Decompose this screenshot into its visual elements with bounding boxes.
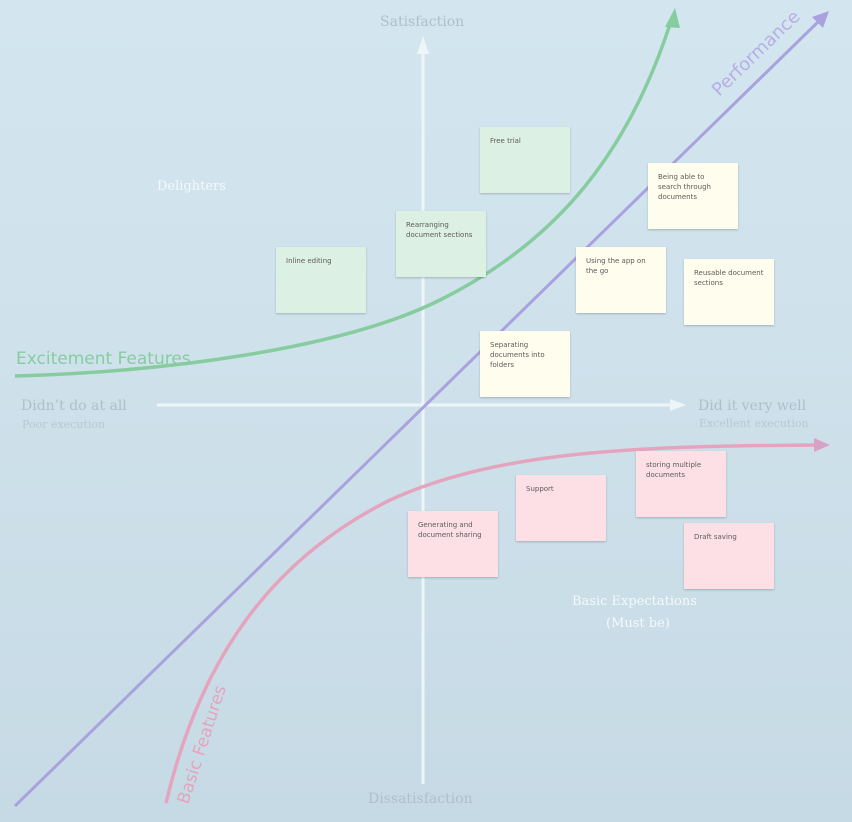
sticky-note-search-documents[interactable]: Being able to search through documents (648, 163, 738, 229)
sticky-note-reusable-sections[interactable]: Reusable document sections (684, 259, 774, 325)
sticky-note-storing-multiple[interactable]: storing multiple documents (636, 451, 726, 517)
sticky-note-rearranging-sections[interactable]: Rearranging document sections (396, 211, 486, 277)
must-be-label: (Must be) (606, 616, 670, 631)
excitement-features-label: Excitement Features (16, 349, 191, 369)
didnt-do-at-all-label: Didn’t do at all (21, 398, 127, 414)
sticky-note-draft-saving[interactable]: Draft saving (684, 523, 774, 589)
vertical-axis (417, 36, 429, 784)
satisfaction-label: Satisfaction (380, 14, 465, 30)
sticky-note-generating-sharing[interactable]: Generating and document sharing (408, 511, 498, 577)
sticky-note-app-on-the-go[interactable]: Using the app on the go (576, 247, 666, 313)
sticky-note-support[interactable]: Support (516, 475, 606, 541)
sticky-note-separating-folders[interactable]: Separating documents into folders (480, 331, 570, 397)
excitement-curve (14, 8, 680, 378)
performance-curve (13, 11, 829, 808)
sticky-note-free-trial[interactable]: Free trial (480, 127, 570, 193)
sticky-note-inline-editing[interactable]: Inline editing (276, 247, 366, 313)
dissatisfaction-label: Dissatisfaction (368, 791, 473, 807)
poor-execution-label: Poor execution (22, 418, 106, 431)
excellent-execution-label: Excellent execution (699, 417, 809, 430)
did-it-very-well-label: Did it very well (698, 398, 807, 414)
basic-curve (164, 438, 830, 804)
basic-expectations-label: Basic Expectations (572, 594, 697, 609)
horizontal-axis (157, 399, 686, 411)
performance-label: Performance (708, 6, 805, 100)
delighters-label: Delighters (157, 179, 226, 194)
